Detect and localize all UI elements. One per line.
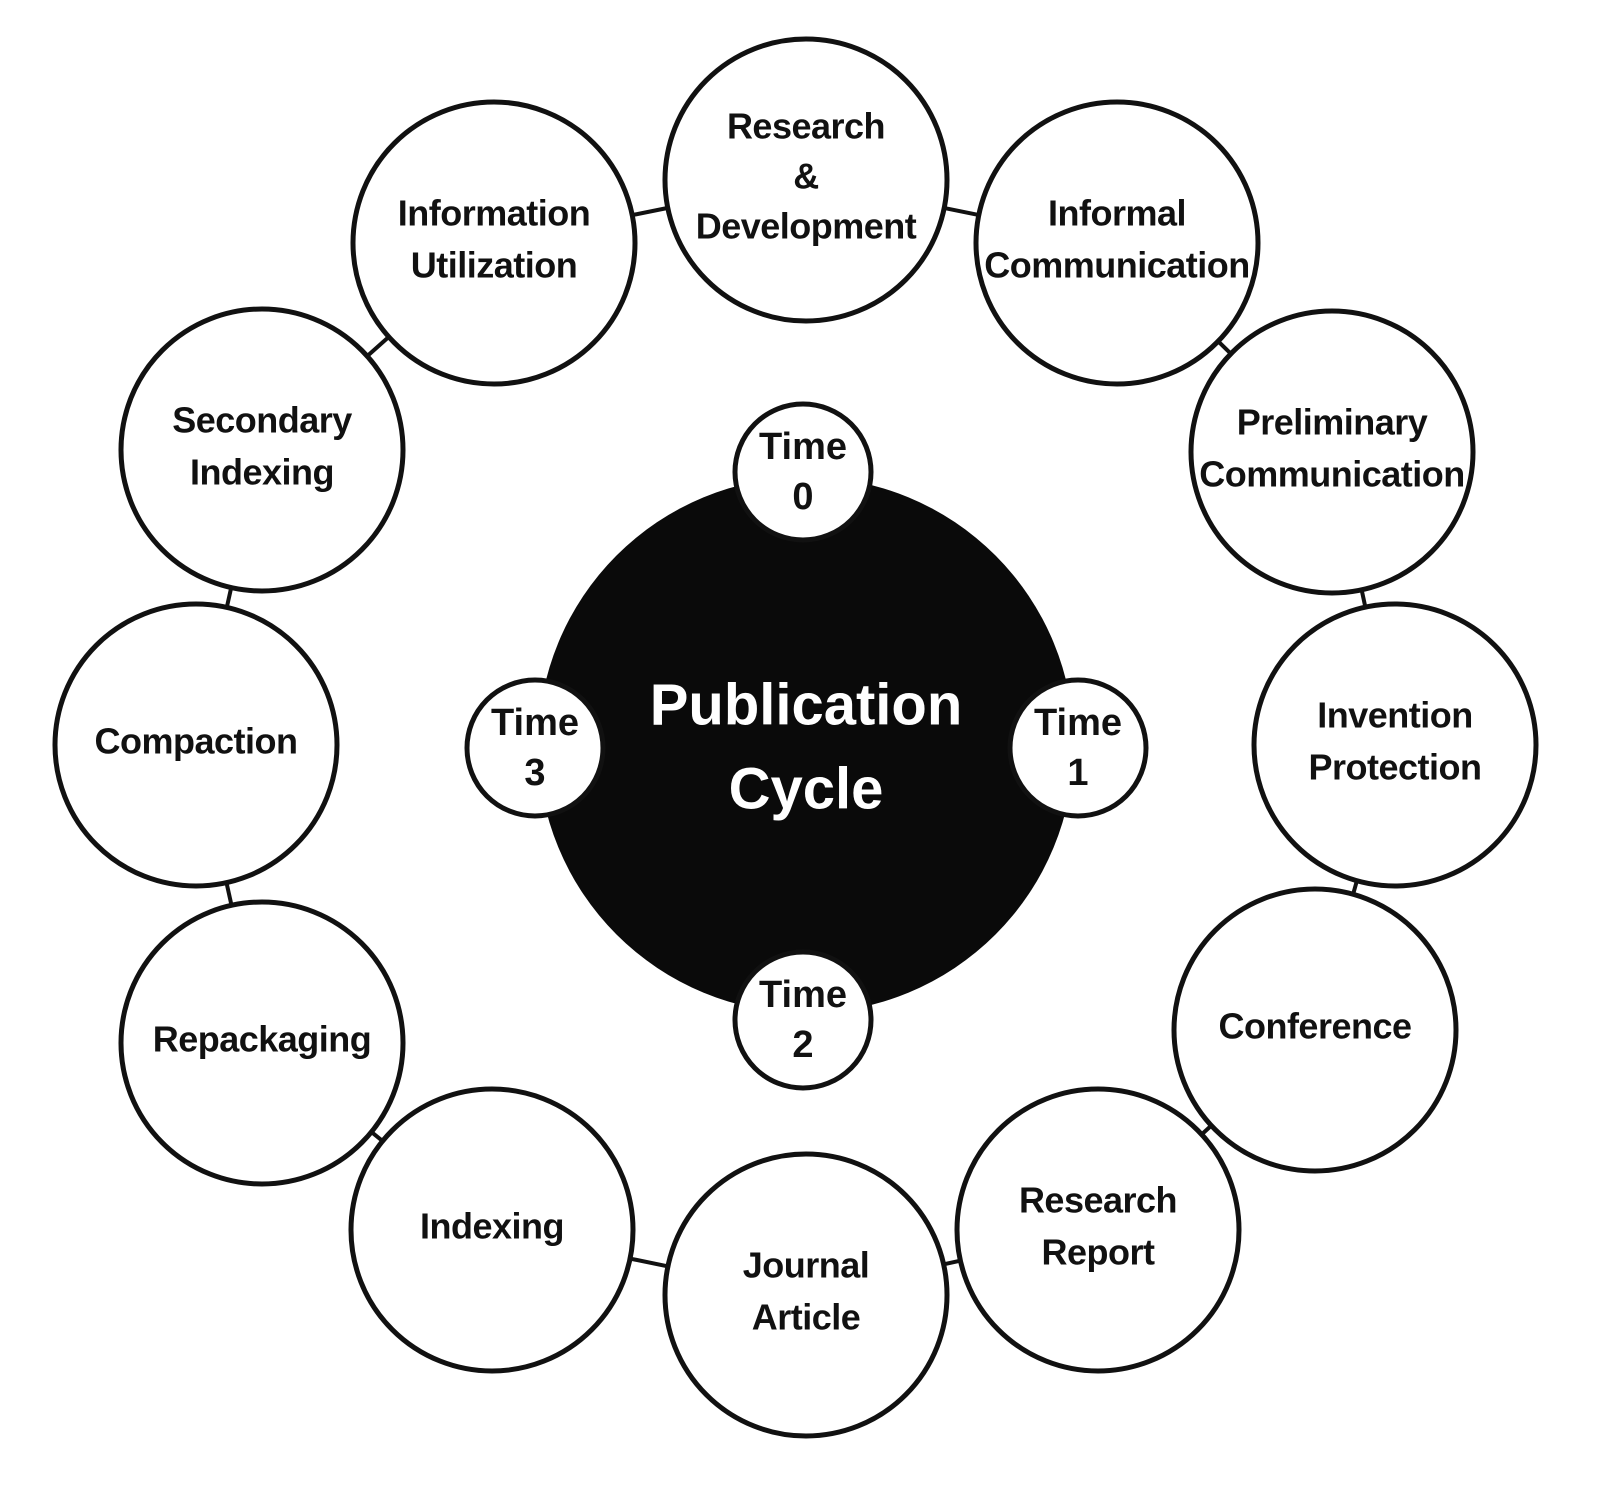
stage-circle xyxy=(118,899,406,1187)
stage-label: Indexing xyxy=(190,452,334,493)
stage-label: Informal xyxy=(1048,193,1186,234)
stage-label: Conference xyxy=(1218,1006,1411,1047)
time-marker-circle xyxy=(732,401,874,543)
stage-circle xyxy=(348,1086,636,1374)
connector-line xyxy=(625,1255,673,1270)
time-marker: Time 2 xyxy=(732,949,874,1091)
stage-label: Communication xyxy=(1199,454,1465,495)
time-marker: Time 3 xyxy=(464,677,606,819)
stage-label: Preliminary xyxy=(1237,402,1428,443)
stage-circle xyxy=(662,36,950,324)
time-marker-label: Time xyxy=(759,974,847,1016)
connector-line xyxy=(627,205,673,218)
stage-label: Article xyxy=(752,1297,861,1338)
stage-circle xyxy=(1251,601,1539,889)
stage-node: Compaction xyxy=(52,601,340,889)
stage-circle xyxy=(1171,886,1459,1174)
stage-node: Research & Development xyxy=(662,36,950,324)
stage-node: Repackaging xyxy=(118,899,406,1187)
hub-circle xyxy=(538,477,1074,1013)
stage-label: Journal xyxy=(743,1245,870,1286)
connector-line xyxy=(939,205,984,218)
stage-label: Research xyxy=(727,106,885,147)
stage-label: Repackaging xyxy=(153,1019,372,1060)
hub-title: Cycle xyxy=(729,757,884,822)
time-marker-label: Time xyxy=(491,702,579,744)
time-marker-circle xyxy=(732,949,874,1091)
stage-circle xyxy=(662,1151,950,1439)
stage-circle xyxy=(350,99,638,387)
stage-label: Protection xyxy=(1308,747,1481,788)
stage-label: Communication xyxy=(984,245,1250,286)
time-marker-circle xyxy=(1007,677,1149,819)
stage-label: Information xyxy=(398,193,590,234)
stage-label: Invention xyxy=(1317,695,1473,736)
stage-label: Compaction xyxy=(94,721,297,762)
time-marker-label: Time xyxy=(759,426,847,468)
time-marker-label: 0 xyxy=(792,476,813,518)
stage-label: & xyxy=(793,156,819,197)
time-marker-label: 3 xyxy=(524,752,545,794)
stage-node: Indexing xyxy=(348,1086,636,1374)
stage-ring: Research & Development InformalCommunicatio… xyxy=(52,36,1539,1439)
stage-label: Indexing xyxy=(420,1206,564,1247)
time-marker-label: 2 xyxy=(792,1024,813,1066)
stage-circle xyxy=(118,306,406,594)
time-marker: Time 1 xyxy=(1007,677,1149,819)
stage-circle xyxy=(1188,308,1476,596)
stage-circle xyxy=(52,601,340,889)
hub-title: Publication xyxy=(650,673,963,738)
time-marker: Time 0 xyxy=(732,401,874,543)
time-marker-label: Time xyxy=(1034,702,1122,744)
stage-node: Conference xyxy=(1171,886,1459,1174)
stage-label: Development xyxy=(696,206,917,247)
stage-circle xyxy=(954,1086,1242,1374)
time-marker-circle xyxy=(464,677,606,819)
stage-label: Secondary xyxy=(172,400,352,441)
stage-circle xyxy=(973,99,1261,387)
stage-label: Research xyxy=(1019,1180,1177,1221)
stage-label: Report xyxy=(1042,1232,1156,1273)
stage-label: Utilization xyxy=(411,245,577,286)
time-marker-label: 1 xyxy=(1067,752,1088,794)
